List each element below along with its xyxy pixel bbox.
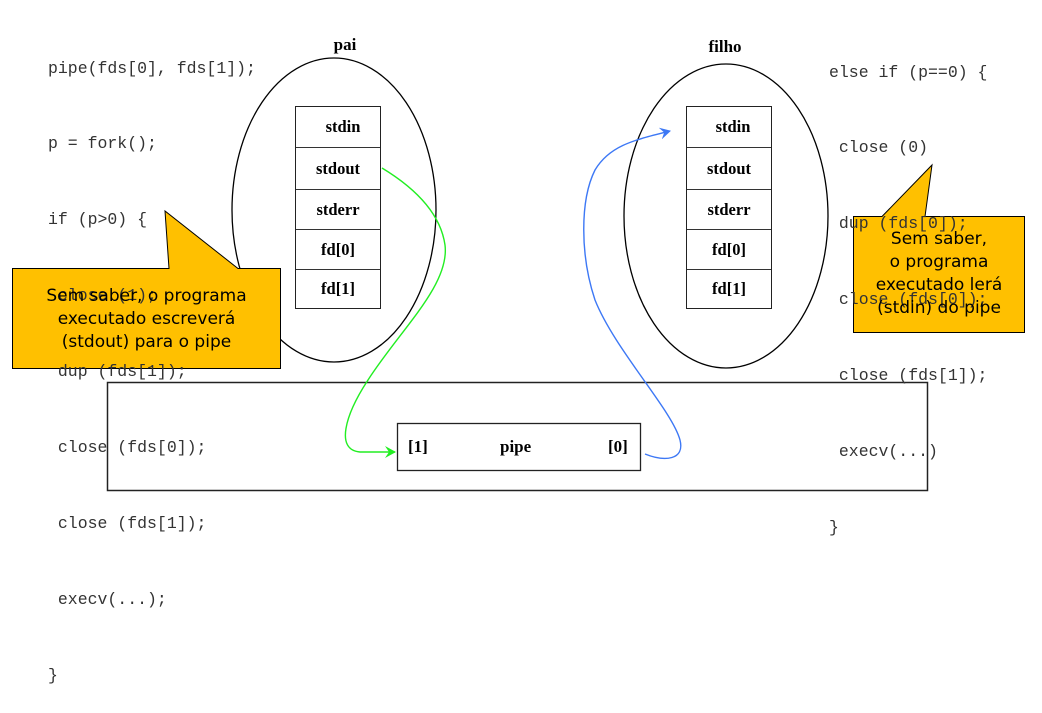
fd-entry-stderr: stderr [296, 189, 380, 229]
callout-line: executado escreverá [57, 309, 236, 329]
fd-entry-stdin: stdin [296, 107, 380, 147]
code-line: execv(...) [829, 442, 938, 462]
code-line: close (fds[0]); [829, 290, 988, 310]
kernel-area [106, 381, 929, 492]
fd-label: stdin [715, 117, 751, 136]
pipe-read-end-label: [0] [608, 437, 628, 456]
read-arrow-pipe-to-stdin [583, 127, 682, 460]
fd-entry-stderr: stderr [687, 189, 771, 229]
parent-fd-table: stdin stdout stderr fd[0] fd[1] [295, 106, 381, 309]
code-line: execv(...); [48, 589, 167, 609]
code-line: close (0) [829, 138, 929, 158]
code-line: close (1); [48, 286, 157, 306]
fd-label: fd[0] [321, 239, 355, 259]
parent-process-title: pai [333, 35, 357, 54]
child-process-ellipse [623, 63, 829, 369]
child-callout-text: Sem saber, o programa executado lerá (st… [853, 228, 1025, 320]
fd-entry-fd0: fd[0] [687, 229, 771, 269]
fd-entry-stdout: stdout [296, 147, 380, 189]
code-line: pipe(fds[0], fds[1]); [48, 58, 256, 78]
fd-entry-fd0: fd[0] [296, 229, 380, 269]
callout-line: Sem saber, o programa [46, 286, 247, 306]
fd-entry-fd1: fd[1] [687, 269, 771, 308]
fd-entry-stdout: stdout [687, 147, 771, 189]
code-line: dup (fds[1]); [48, 362, 187, 382]
callout-line: Sem saber, [890, 229, 988, 249]
fd-label: fd[1] [712, 279, 746, 298]
fd-entry-fd1: fd[1] [296, 269, 380, 308]
fd-label: stderr [707, 199, 751, 219]
parent-code-block: pipe(fds[0], fds[1]); p = fork(); if (p>… [48, 5, 256, 713]
fd-label: stdout [706, 158, 751, 178]
code-line: dup (fds[0]); [829, 214, 968, 234]
code-line: close (fds[1]); [48, 513, 207, 533]
pipe-box [396, 422, 642, 472]
code-line: } [829, 517, 839, 537]
fd-label: stderr [316, 199, 360, 219]
fd-label: stdin [325, 117, 361, 136]
fd-label: fd[1] [321, 279, 355, 298]
callout-line: executado lerá [875, 275, 1003, 295]
fd-entry-stdin: stdin [687, 107, 771, 147]
parent-callout-text: Sem saber, o programa executado escrever… [12, 285, 281, 354]
fd-label: fd[0] [712, 239, 746, 259]
parent-process-ellipse [231, 57, 437, 363]
child-process-title: filho [708, 37, 742, 56]
code-line: else if (p==0) { [829, 62, 988, 82]
code-line: p = fork(); [48, 134, 157, 154]
diagram-canvas [12, 57, 1025, 492]
fd-label: stdout [315, 158, 360, 178]
code-line: close (fds[0]); [48, 438, 207, 458]
pipe-name-label: pipe [500, 437, 532, 456]
code-line: if (p>0) { [48, 210, 148, 230]
child-callout-shape [853, 163, 1025, 333]
callout-line: o programa [889, 252, 989, 272]
code-line: close (fds[1]); [829, 366, 988, 386]
code-line: } [48, 665, 58, 685]
callout-line: (stdout) para o pipe [61, 332, 232, 352]
write-arrow-stdout-to-pipe [344, 167, 446, 458]
child-fd-table: stdin stdout stderr fd[0] fd[1] [686, 106, 772, 309]
parent-callout-shape [12, 209, 281, 369]
pipe-write-end-label: [1] [408, 437, 428, 456]
callout-line: (stdin) do pipe [877, 298, 1001, 318]
